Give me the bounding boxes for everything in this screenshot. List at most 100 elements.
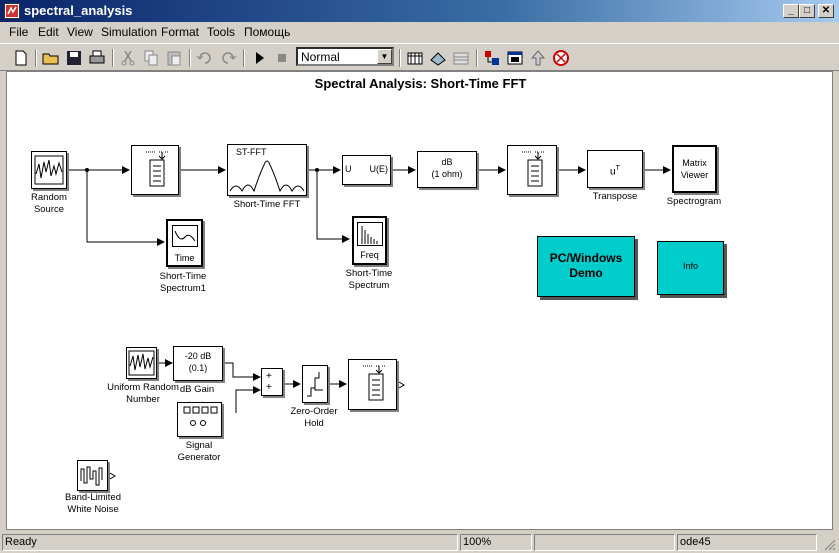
transpose-label: Transpose xyxy=(592,191,638,202)
db-gain-line2: (0.1) xyxy=(188,363,208,373)
menu-view[interactable]: View xyxy=(67,25,93,39)
buffer-block[interactable] xyxy=(131,145,179,195)
menu-edit[interactable]: Edit xyxy=(38,25,59,39)
short-time-spectrum-scope[interactable]: Freq xyxy=(352,216,387,265)
save-icon[interactable] xyxy=(64,48,84,68)
zoom-level: 100% xyxy=(460,534,532,551)
buffer-icon xyxy=(363,365,385,401)
random-signal-icon xyxy=(34,155,64,185)
toolbar-separator xyxy=(399,49,401,67)
menu-bar: File Edit View Simulation Format Tools П… xyxy=(0,22,839,42)
output-port-icon xyxy=(398,381,405,389)
resize-grip-icon[interactable] xyxy=(822,537,836,551)
db-line1: dB xyxy=(441,157,453,167)
go-to-parent-icon[interactable] xyxy=(528,48,548,68)
model-canvas[interactable]: Spectral Analysis: Short-Time FFT Random… xyxy=(6,71,833,530)
demo-line2: Demo xyxy=(569,266,603,280)
chevron-down-icon[interactable]: ▼ xyxy=(377,49,392,64)
buffer-block-3[interactable] xyxy=(348,359,397,410)
menu-simulation[interactable]: Simulation xyxy=(101,25,158,39)
window-title: spectral_analysis xyxy=(24,3,133,18)
buffer-icon xyxy=(146,151,168,187)
signal-generator-icon xyxy=(183,406,218,426)
sum-block[interactable]: + + xyxy=(261,368,283,396)
demo-line1: PC/Windows xyxy=(549,251,623,265)
time-scope-text: Time xyxy=(174,253,195,263)
random-signal-icon xyxy=(128,350,155,376)
info-button[interactable]: Info xyxy=(657,241,724,295)
toolbar-separator xyxy=(476,49,478,67)
db-conversion-block[interactable]: dB (1 ohm) xyxy=(417,151,477,188)
minimize-button[interactable]: _ xyxy=(783,4,799,18)
freq-scope-text: Freq xyxy=(360,250,379,260)
db-gain-block[interactable]: -20 dB (0.1) xyxy=(173,346,223,381)
short-time-fft-block[interactable]: ST-FFT xyxy=(227,144,307,196)
info-text: Info xyxy=(682,261,698,271)
library-browser-icon[interactable] xyxy=(405,48,425,68)
copy-icon[interactable] xyxy=(141,48,161,68)
update-diagram-icon[interactable] xyxy=(428,48,448,68)
maximize-button[interactable]: □ xyxy=(799,4,815,18)
menu-help[interactable]: Помощь xyxy=(244,25,291,39)
status-bar: Ready 100% ode45 xyxy=(0,533,839,553)
toolbar-separator xyxy=(35,49,37,67)
start-icon[interactable] xyxy=(249,48,269,68)
toolbar-separator xyxy=(189,49,191,67)
title-bar: spectral_analysis _ □ ✕ xyxy=(0,0,839,22)
matrix-viewer-line2: Viewer xyxy=(680,170,709,180)
solver-name: ode45 xyxy=(677,534,817,551)
paste-icon[interactable] xyxy=(164,48,184,68)
print-icon[interactable] xyxy=(87,48,107,68)
simulation-mode-select[interactable]: Normal ▼ xyxy=(296,47,394,66)
db-gain-line1: -20 dB xyxy=(184,351,212,361)
status-panel-empty xyxy=(534,534,675,551)
toolbar-separator xyxy=(112,49,114,67)
st-fft-text: ST-FFT xyxy=(236,147,267,157)
menu-format[interactable]: Format xyxy=(161,25,200,39)
db-line2: (1 ohm) xyxy=(431,169,463,179)
buffer-icon xyxy=(522,151,544,187)
debugger-icon[interactable] xyxy=(505,48,525,68)
undo-icon[interactable] xyxy=(195,48,215,68)
transpose-symbol: uT xyxy=(610,165,620,178)
sum-plus-1: + xyxy=(266,371,272,382)
simulink-app-icon[interactable] xyxy=(4,3,20,19)
short-time-fft-label: Short-Time FFT xyxy=(233,199,301,210)
matrix-viewer-line1: Matrix xyxy=(682,158,707,168)
status-text: Ready xyxy=(2,534,458,551)
band-limited-white-noise-block[interactable] xyxy=(77,460,108,491)
transpose-block[interactable]: uT xyxy=(587,150,643,188)
magnitude-output-label: U(E) xyxy=(369,164,389,174)
record-icon[interactable] xyxy=(551,48,571,68)
random-source-block[interactable] xyxy=(31,151,67,189)
cut-icon[interactable] xyxy=(118,48,138,68)
model-explorer-icon[interactable] xyxy=(482,48,502,68)
pc-windows-demo-button[interactable]: PC/Windows Demo xyxy=(537,236,635,297)
menu-tools[interactable]: Tools xyxy=(207,25,236,39)
build-icon[interactable] xyxy=(451,48,471,68)
magnitude-block[interactable]: U U(E) xyxy=(342,155,391,185)
open-icon[interactable] xyxy=(41,48,61,68)
toolbar xyxy=(0,43,839,71)
matrix-viewer-block[interactable]: Matrix Viewer xyxy=(672,145,717,193)
uniform-random-number-block[interactable] xyxy=(126,347,157,379)
toolbar-separator xyxy=(243,49,245,67)
zero-order-hold-block[interactable] xyxy=(302,365,328,403)
buffer-block-2[interactable] xyxy=(507,145,557,195)
simulation-mode-value: Normal xyxy=(301,50,340,64)
stop-icon[interactable] xyxy=(272,48,292,68)
spectrogram-label: Spectrogram xyxy=(666,196,722,207)
close-button[interactable]: ✕ xyxy=(818,4,834,18)
menu-file[interactable]: File xyxy=(9,25,29,39)
short-time-spectrum1-scope[interactable]: Time xyxy=(166,219,203,267)
noise-signal-icon xyxy=(80,466,103,486)
redo-icon[interactable] xyxy=(218,48,238,68)
new-icon[interactable] xyxy=(11,48,31,68)
signal-generator-block[interactable] xyxy=(177,402,222,437)
magnitude-input-label: U xyxy=(345,164,352,174)
